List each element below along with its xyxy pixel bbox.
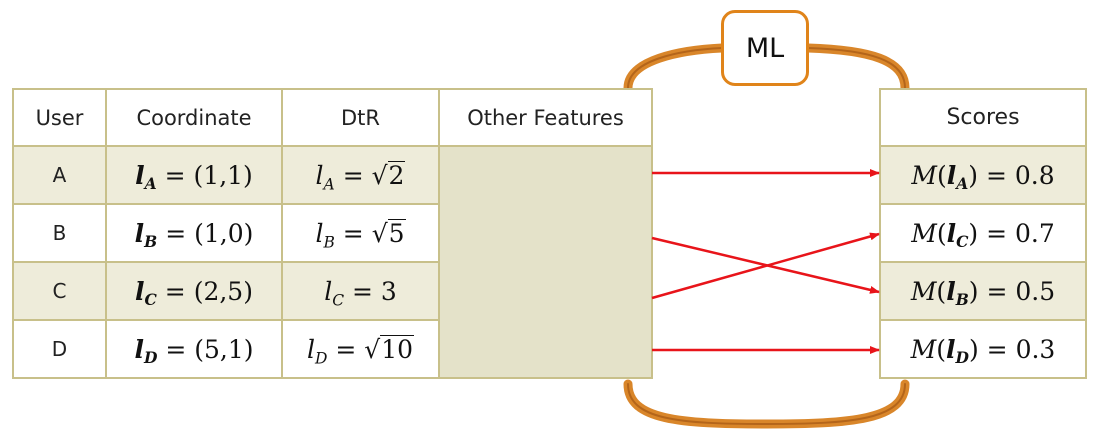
- loop-bottom-inner: [627, 383, 906, 426]
- score-cell: M(lC) = 0.7: [879, 203, 1087, 263]
- dtr-cell: lD = √10: [281, 319, 440, 379]
- table-row: C lC = (2,5) lC = 3: [12, 261, 652, 321]
- user-cell: A: [12, 145, 107, 205]
- dtr-cell: lC = 3: [281, 261, 440, 321]
- coordinate-cell: lC = (2,5): [105, 261, 283, 321]
- coordinate-cell: lD = (5,1): [105, 319, 283, 379]
- dtr-cell: lA = √2: [281, 145, 440, 205]
- feature-table: User Coordinate DtR Other Features A lA …: [12, 88, 653, 379]
- header-other-features: Other Features: [438, 88, 653, 147]
- table-row: D lD = (5,1) lD = √10: [12, 319, 652, 379]
- scores-table: Scores M(lA) = 0.8 M(lC) = 0.7 M(lB) = 0…: [879, 88, 1087, 379]
- score-cell: M(lA) = 0.8: [879, 145, 1087, 205]
- dtr-cell: lB = √5: [281, 203, 440, 263]
- user-cell: C: [12, 261, 107, 321]
- header-coordinate: Coordinate: [105, 88, 283, 147]
- score-row: M(lC) = 0.7: [879, 203, 1087, 263]
- table-row: B lB = (1,0) lB = √5: [12, 203, 652, 263]
- score-row: M(lB) = 0.5: [879, 261, 1087, 321]
- score-cell: M(lD) = 0.3: [879, 319, 1087, 379]
- loop-top-inner: [627, 47, 906, 89]
- feature-header-row: User Coordinate DtR Other Features: [12, 88, 653, 147]
- score-cell: M(lB) = 0.5: [879, 261, 1087, 321]
- table-row: A lA = (1,1) lA = √2: [12, 145, 653, 379]
- ml-box: ML: [721, 10, 809, 86]
- scores-header-row: Scores: [879, 88, 1087, 147]
- score-row: M(lD) = 0.3: [879, 319, 1087, 379]
- ml-label: ML: [745, 32, 785, 64]
- other-features-cell: [438, 145, 653, 379]
- coordinate-cell: lA = (1,1): [105, 145, 283, 205]
- score-row: M(lA) = 0.8: [879, 145, 1087, 205]
- header-user: User: [12, 88, 107, 147]
- user-cell: B: [12, 203, 107, 263]
- header-scores: Scores: [879, 88, 1087, 147]
- coordinate-cell: lB = (1,0): [105, 203, 283, 263]
- mapping-arrow: [651, 232, 880, 300]
- user-cell: D: [12, 319, 107, 379]
- header-dtr: DtR: [281, 88, 440, 147]
